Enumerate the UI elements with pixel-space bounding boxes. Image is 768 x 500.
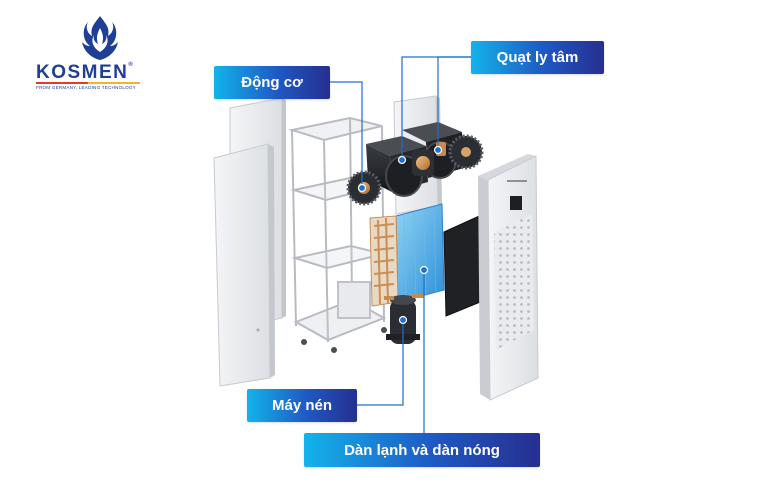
- front-cover: [478, 154, 539, 401]
- leader-dots: [357, 145, 443, 325]
- brand-underline-red: [36, 82, 88, 84]
- brand-name: KOSMEN®: [36, 62, 135, 83]
- motor: [412, 142, 446, 176]
- callout-centrifugal-fan: Quạt ly tâm: [471, 41, 604, 74]
- leader-lines: [330, 56, 471, 433]
- callout-compressor: Máy nén: [247, 389, 357, 422]
- fan-wheel-icon: [448, 134, 484, 170]
- brand-tagline: FROM GERMANY, LEADING TECHNOLOGY: [36, 85, 136, 90]
- brand-underline-yellow: [88, 82, 140, 84]
- chassis-frame: [288, 116, 387, 353]
- brand-logo: KOSMEN® FROM GERMANY, LEADING TECHNOLOGY: [36, 14, 166, 94]
- front-side-panel: [213, 143, 275, 387]
- callout-evaporator-condenser: Dàn lạnh và dàn nóng: [304, 433, 540, 467]
- evaporator-condenser-coil: [369, 203, 445, 307]
- callout-motor: Động cơ: [214, 66, 330, 99]
- flame-emblem-icon: [82, 16, 118, 60]
- trademark-mark: ®: [128, 62, 135, 68]
